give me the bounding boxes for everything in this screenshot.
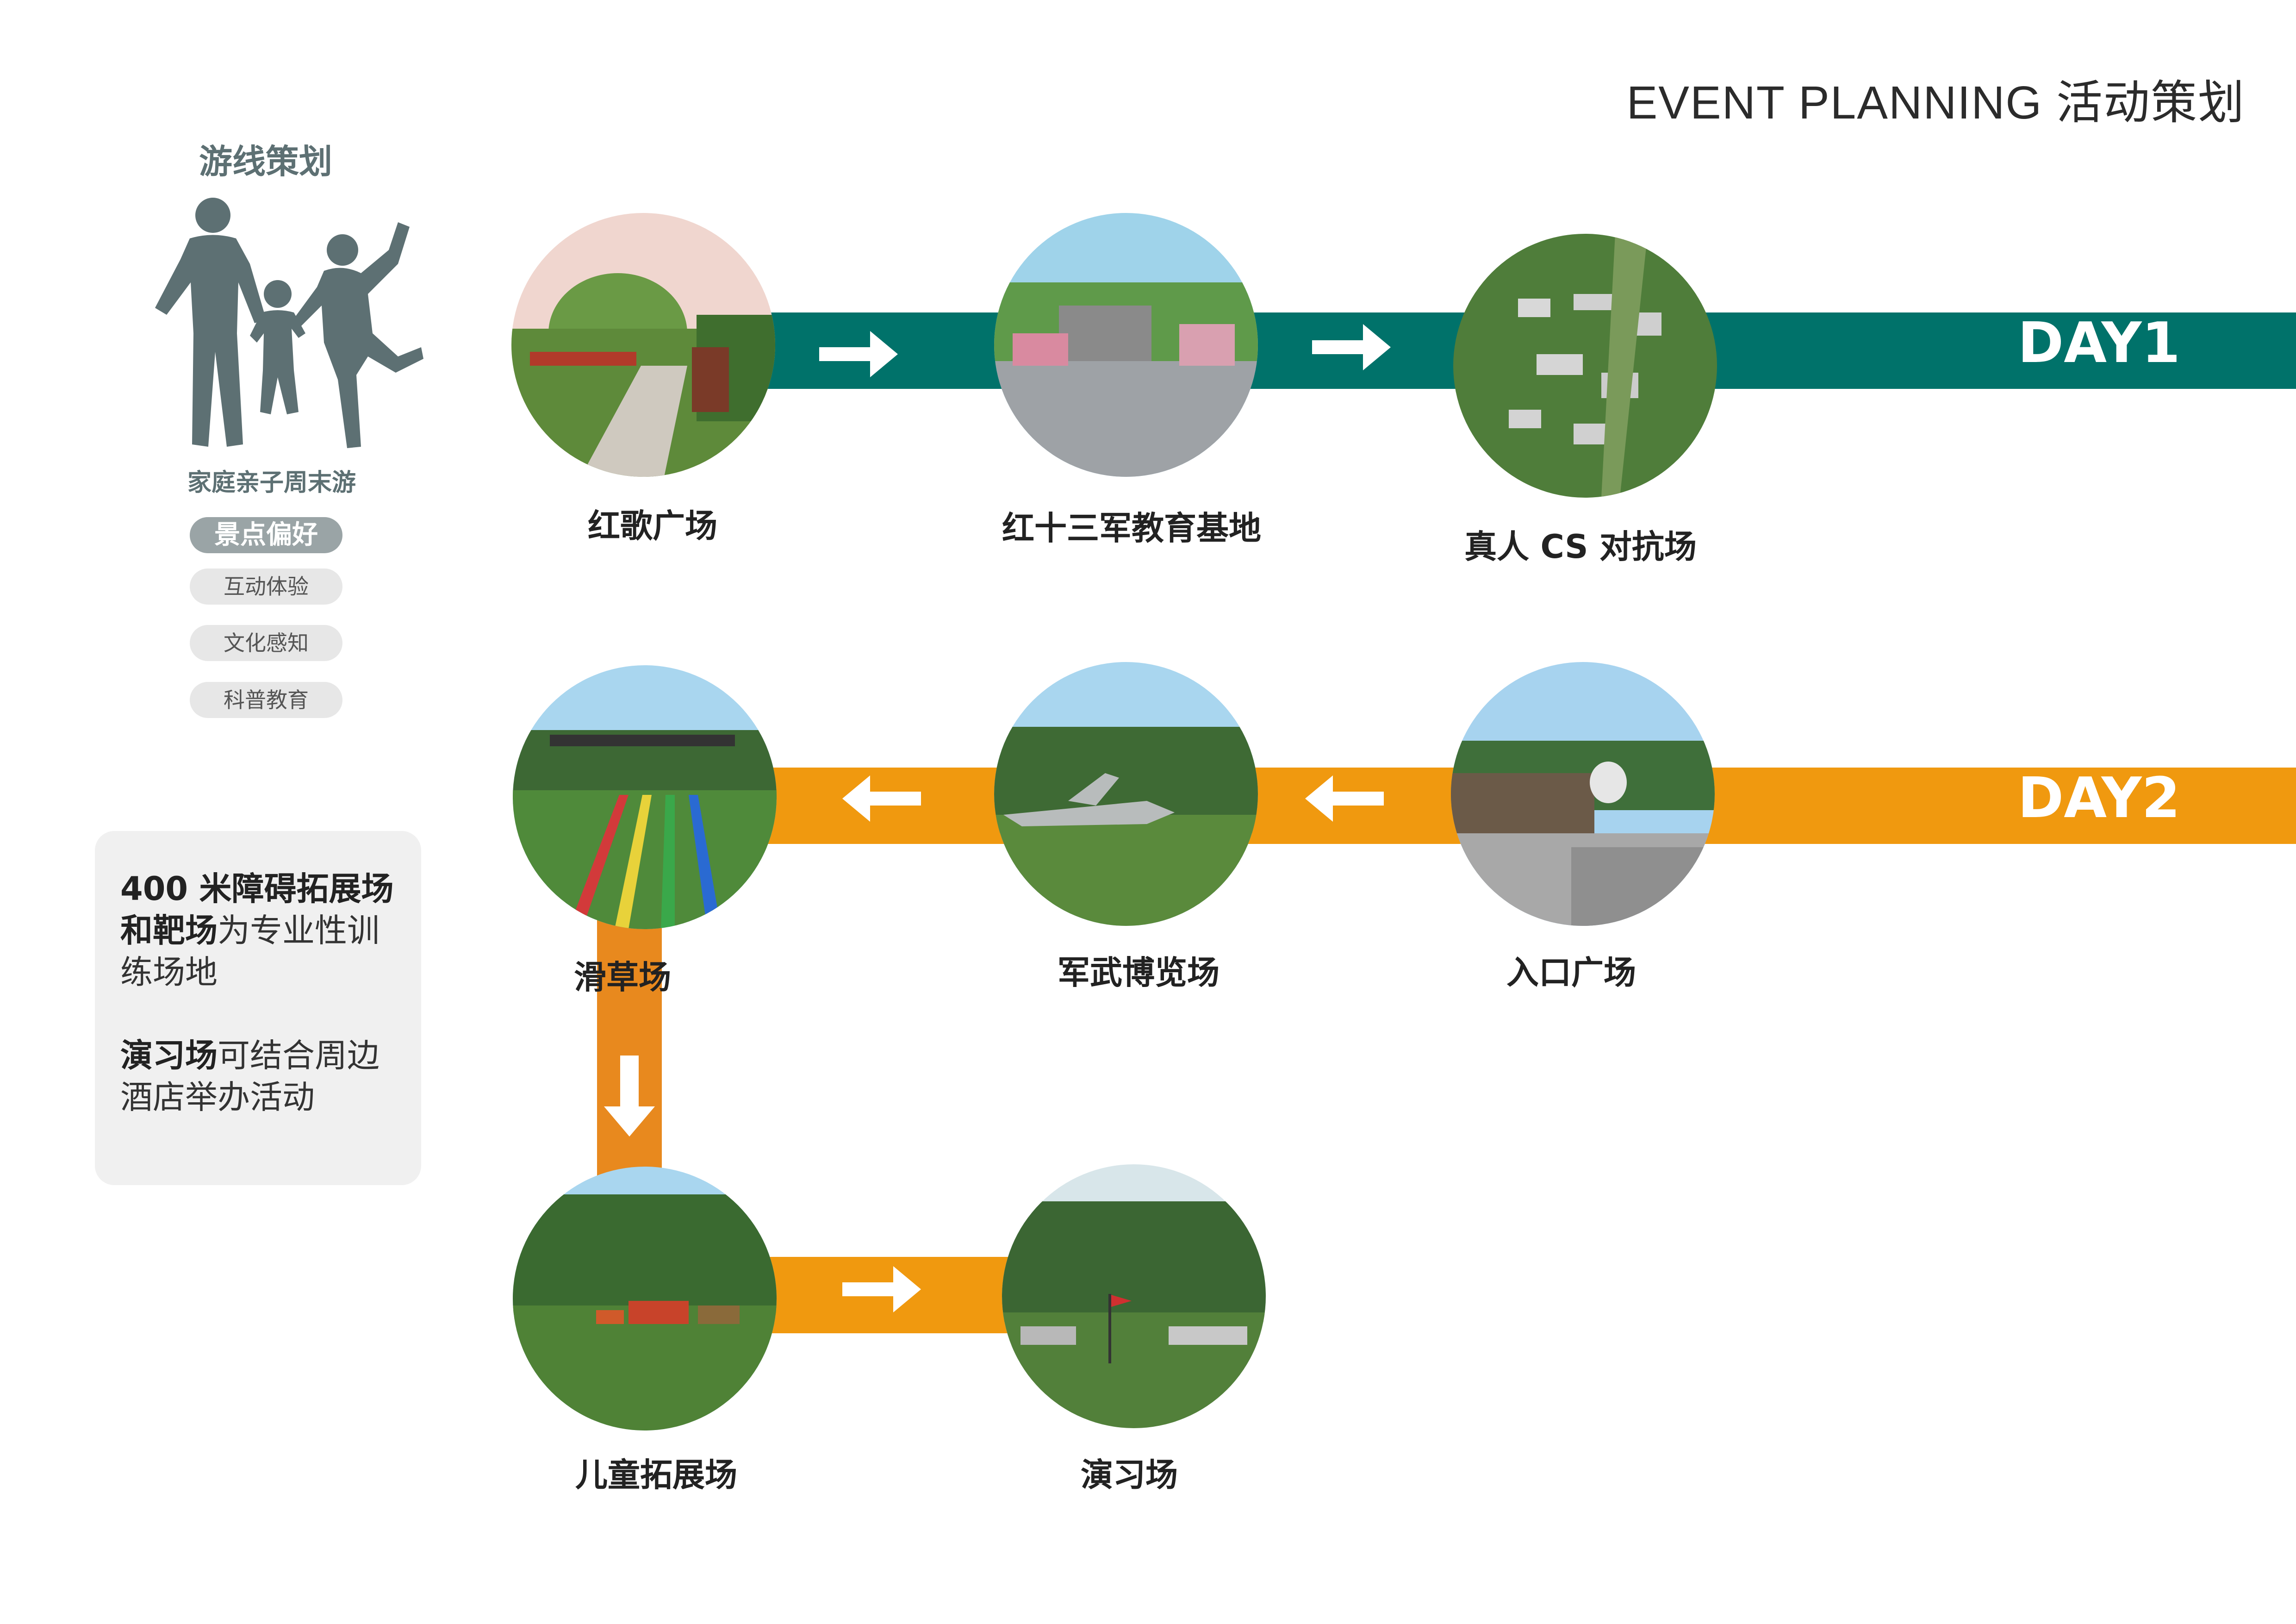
- note-paragraph-2: 演习场可结合周边酒店举办活动: [120, 1035, 407, 1118]
- note-p2-rest: 可结合周边酒店举办活动: [120, 1037, 380, 1116]
- photo-live-cs-arena[interactable]: [1453, 234, 1717, 498]
- family-tour-label: 家庭亲子周末游: [187, 469, 356, 497]
- arrow-left-icon: [842, 773, 921, 824]
- arrow-right-icon: [1312, 322, 1391, 373]
- photo-military-expo[interactable]: [994, 662, 1258, 926]
- family-silhouette-icon: [139, 194, 426, 454]
- photo-kids-expansion[interactable]: [513, 1167, 777, 1430]
- arrow-left-icon: [1305, 773, 1384, 824]
- caption-red-13th-army-base: 红十三军教育基地: [1002, 509, 1261, 547]
- day2-label: DAY2: [2017, 766, 2180, 831]
- photo-red-13th-army-base[interactable]: [994, 213, 1258, 477]
- note-p1-rest: 为专业性训练场地: [120, 912, 380, 991]
- arrow-right-icon: [819, 329, 898, 380]
- route-planning-title: 游线策划: [199, 142, 333, 181]
- arrow-right-icon: [842, 1264, 921, 1315]
- caption-drill-ground: 演习场: [1081, 1456, 1178, 1494]
- caption-red-song-plaza: 红歌广场: [588, 507, 717, 545]
- note-p1-bold: 400 米障碍拓展场和靶场: [120, 870, 394, 949]
- note-box: 400 米障碍拓展场和靶场为专业性训练场地 演习场可结合周边酒店举办活动: [95, 831, 421, 1185]
- note-p2-bold: 演习场: [120, 1037, 218, 1074]
- photo-grass-sliding[interactable]: [513, 665, 777, 929]
- caption-kids-expansion: 儿童拓展场: [575, 1456, 737, 1494]
- arrow-down-icon: [602, 1056, 657, 1139]
- caption-live-cs-arena: 真人 CS 对抗场: [1464, 528, 1697, 566]
- caption-grass-sliding: 滑草场: [574, 958, 671, 996]
- photo-drill-ground[interactable]: [1002, 1164, 1266, 1428]
- page-title: EVENT PLANNING 活动策划: [1626, 77, 2245, 129]
- note-paragraph-1: 400 米障碍拓展场和靶场为专业性训练场地: [120, 868, 407, 993]
- day1-label: DAY1: [2017, 311, 2180, 375]
- tag-interactive-experience[interactable]: 互动体验: [190, 568, 342, 605]
- tag-science-education[interactable]: 科普教育: [190, 682, 342, 718]
- caption-military-expo: 军武博览场: [1058, 954, 1220, 992]
- caption-entrance-plaza: 入口广场: [1506, 954, 1636, 992]
- tag-cultural-perception[interactable]: 文化感知: [190, 625, 342, 661]
- tag-scenic-preference[interactable]: 景点偏好: [190, 517, 342, 553]
- photo-red-song-plaza[interactable]: [511, 213, 775, 477]
- photo-entrance-plaza[interactable]: [1451, 662, 1715, 926]
